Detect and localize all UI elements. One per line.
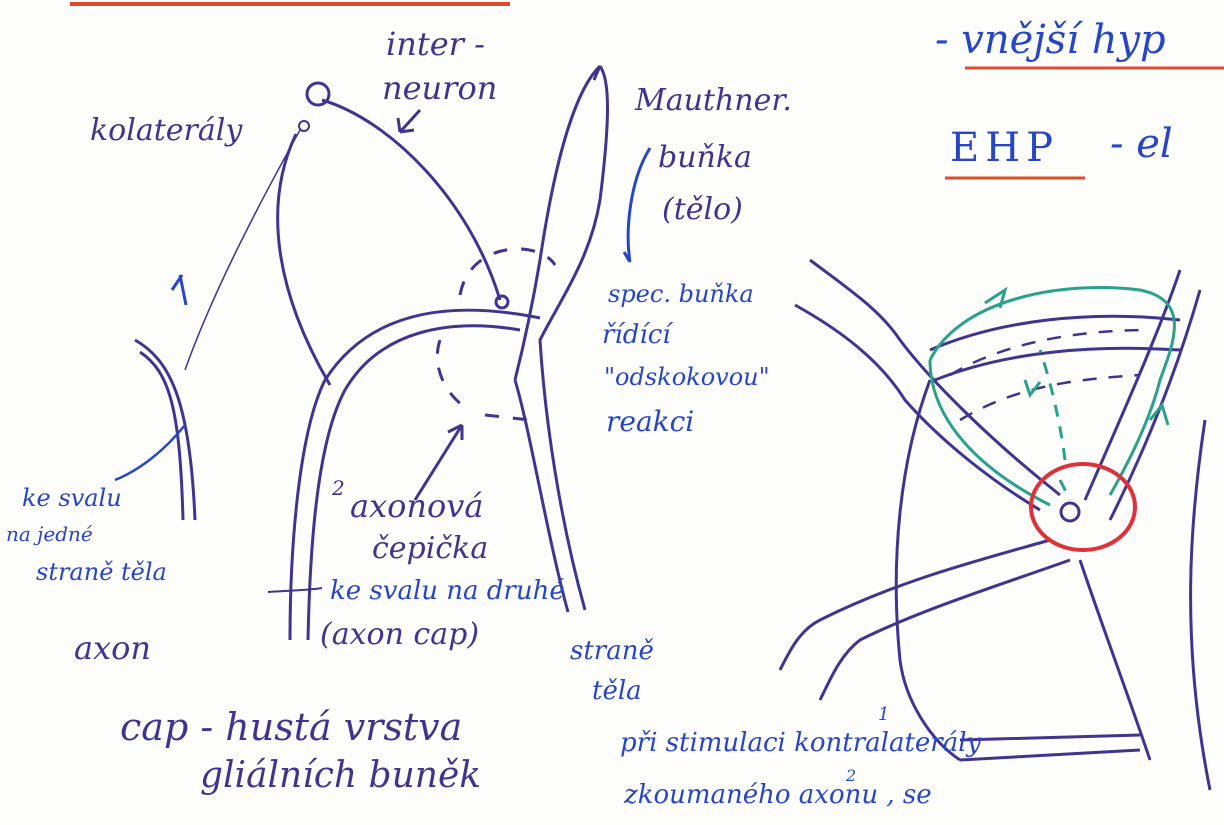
label-odskokovou: "odskokovou" <box>604 365 770 389</box>
label-mauthner: Mauthner. <box>635 86 792 116</box>
label-one-bottom: 1 <box>878 706 889 724</box>
label-ke-svalu: ke svalu <box>22 486 122 510</box>
label-one-left: 1 <box>170 268 171 269</box>
axon-cap-pointer <box>268 588 322 592</box>
label-kolateraly: kolaterály <box>90 116 242 146</box>
collateral-node <box>299 121 309 131</box>
label-ridici: řídící <box>602 322 671 348</box>
bracket-telo <box>624 148 650 262</box>
right-right-edge <box>1191 420 1210 790</box>
label-neuron: neuron <box>382 72 497 104</box>
label-cap-line1: cap - hustá vrstva <box>120 708 462 746</box>
red-highlight-circle <box>1031 464 1135 550</box>
interneuron-arrow <box>398 110 420 132</box>
right-lower-axon2 <box>1080 560 1150 760</box>
label-reakci: reakci <box>606 408 694 436</box>
label-inter: inter - <box>386 28 485 60</box>
label-pri-line2: zkoumaného axonu , se <box>624 782 932 808</box>
label-tela2: těla <box>592 678 642 704</box>
right-mauthner-shaft <box>1085 270 1200 520</box>
label-ke-svalu-druhe: ke svalu na druhé <box>330 578 565 604</box>
label-spec: spec. buňka <box>608 282 754 306</box>
mauthner-body <box>515 66 608 610</box>
label-pri-line1: při stimulaci kontralaterály <box>620 730 981 756</box>
label-axon: axon <box>74 632 151 664</box>
label-axon-cap: (axon cap) <box>320 620 479 650</box>
label-bunka: buňka <box>658 143 752 173</box>
synapse-dot <box>496 296 508 308</box>
label-two-small: 2 <box>332 478 345 498</box>
right-bottom-lines <box>960 735 1140 760</box>
right-nerve-top2 <box>795 305 1040 510</box>
label-cepicka: čepička <box>372 534 488 564</box>
leader-left <box>115 425 185 480</box>
right-synapse <box>1061 503 1079 521</box>
label-na-jedne: na jedné <box>6 524 93 544</box>
one-mark-left <box>172 275 186 305</box>
label-vnejsi: - vnější hyp <box>935 20 1166 60</box>
label-el: - el <box>1110 124 1173 164</box>
collateral-left-thick <box>278 134 330 385</box>
label-cap-line2: gliálních buněk <box>200 758 481 794</box>
label-axonova: axonová <box>350 490 483 522</box>
label-strane-tela: straně těla <box>36 560 167 584</box>
right-nerve-top <box>810 260 1060 495</box>
label-strane2: straně <box>570 638 654 664</box>
label-telo: (tělo) <box>662 195 743 225</box>
label-ehp: EHP <box>950 128 1059 168</box>
right-dashed-inner <box>950 330 1150 420</box>
right-lower-axon <box>780 540 1070 700</box>
